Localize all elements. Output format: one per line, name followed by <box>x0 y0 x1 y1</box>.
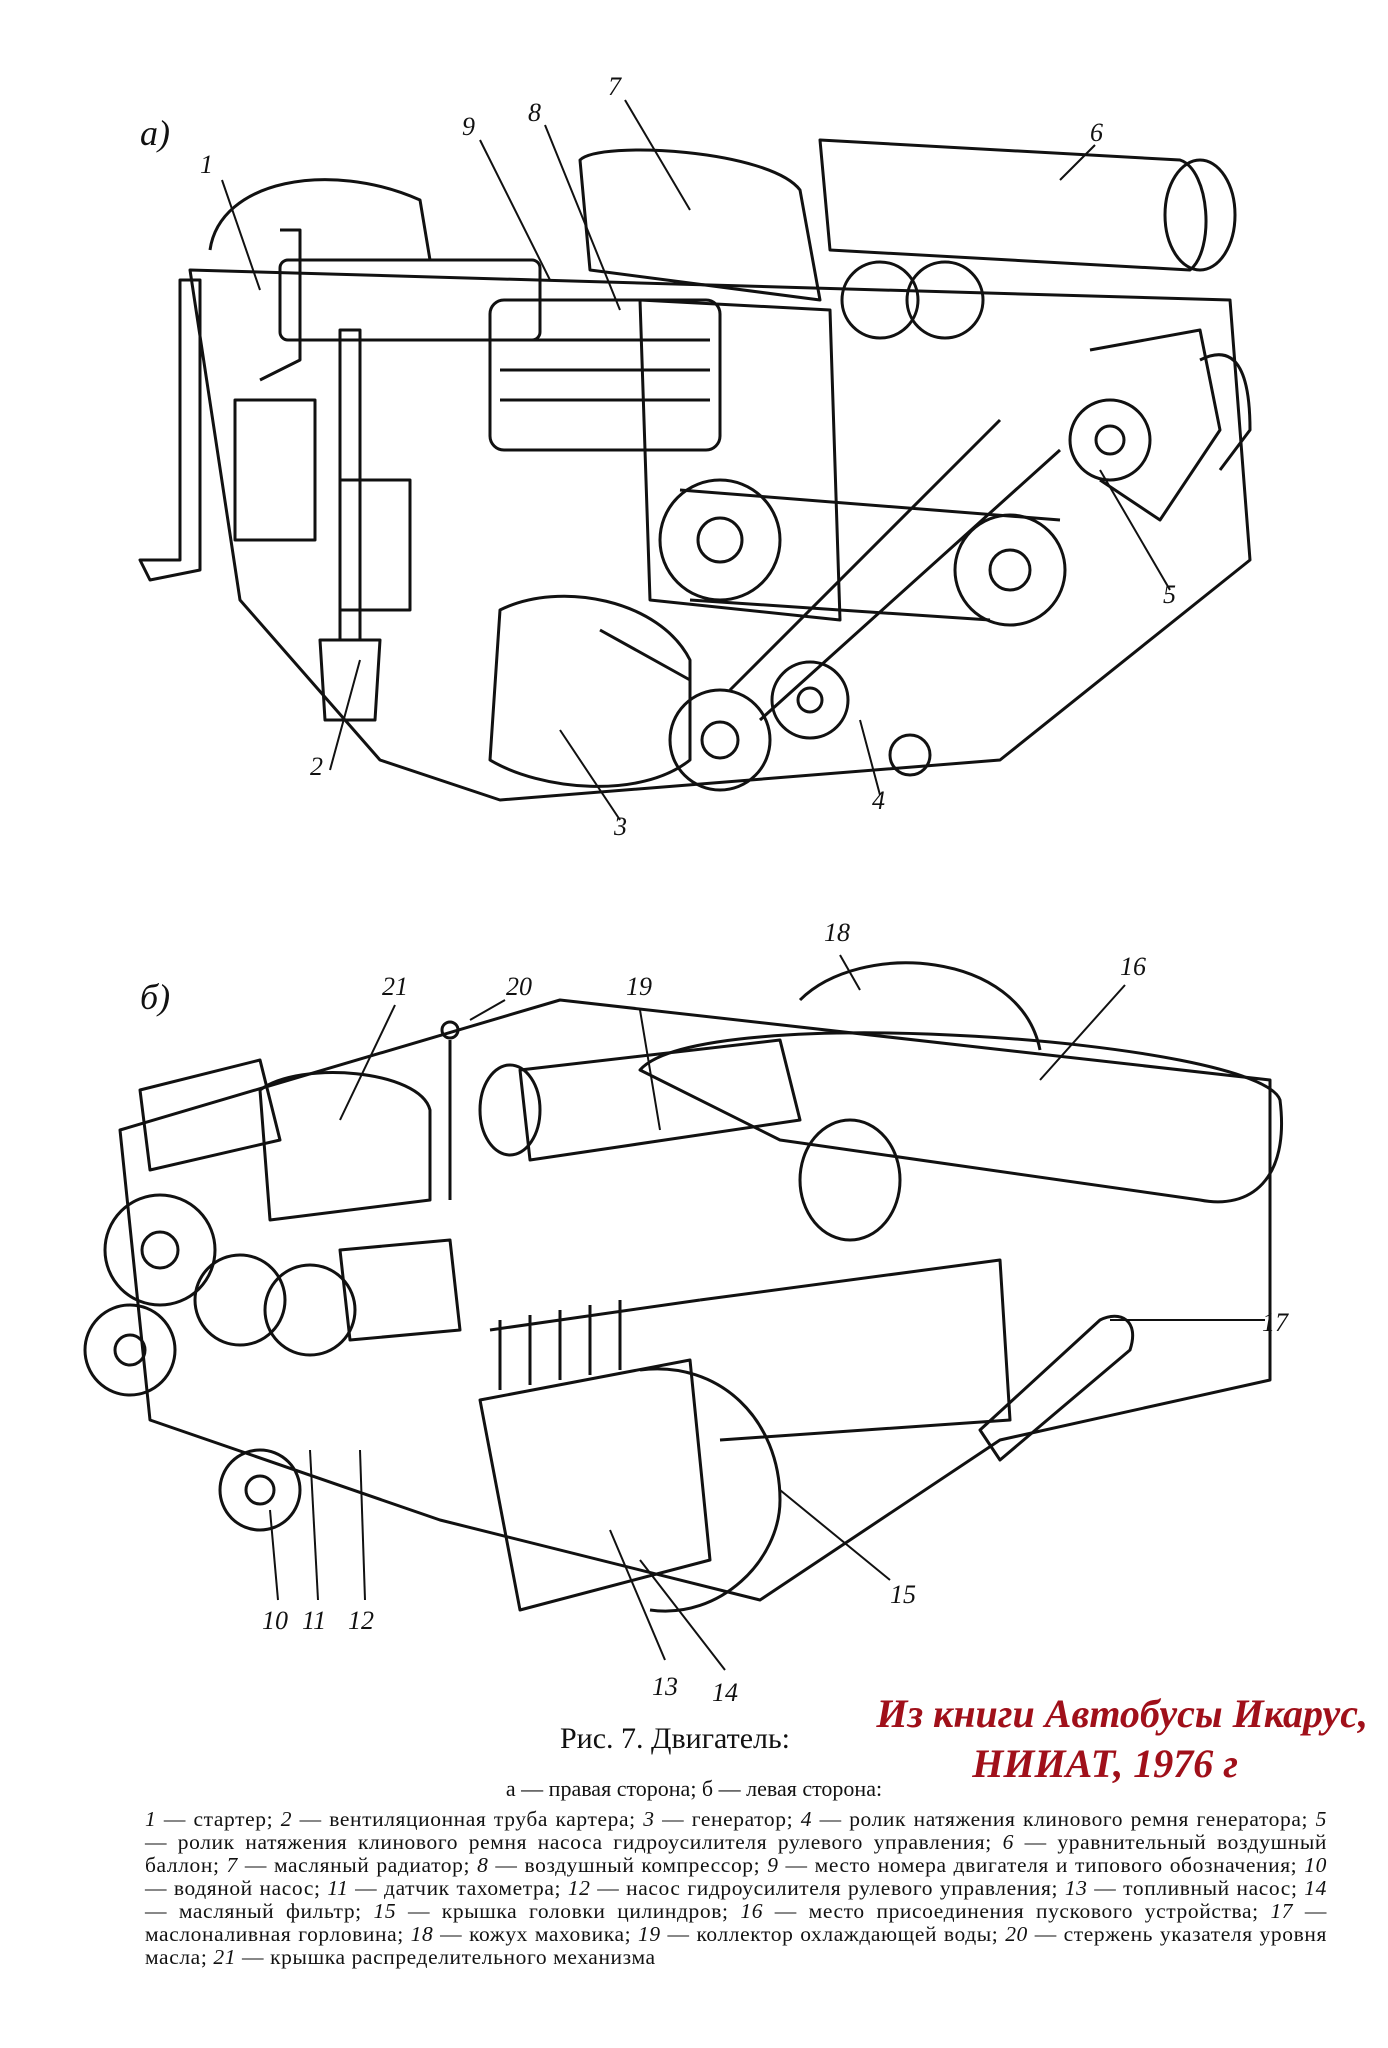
legend-text: маслоналивная горловина; <box>145 1922 404 1946</box>
callout-5: 5 <box>1163 580 1176 609</box>
legend-text: крышка головки цилиндров; <box>441 1899 729 1923</box>
engine-left-side-drawing <box>83 961 1283 1613</box>
legend-number: 15 <box>373 1899 397 1923</box>
legend-text: ролик натяжения клинового ремня генерато… <box>849 1807 1309 1831</box>
legend-text: коллектор охлаждающей воды; <box>696 1922 999 1946</box>
legend-number: 17 <box>1270 1899 1294 1923</box>
callout-2: 2 <box>310 752 323 781</box>
legend-text: вентиляционная труба картера; <box>329 1807 636 1831</box>
callout-leaders-b <box>269 954 1265 1671</box>
callout-3: 3 <box>614 812 627 841</box>
legend-number: 10 <box>1304 1853 1327 1877</box>
legend-text: ролик натяжения клинового ремня насоса г… <box>177 1830 992 1854</box>
callout-20: 20 <box>506 972 532 1001</box>
legend-number: 3 <box>643 1807 655 1831</box>
callout-10: 10 <box>262 1606 288 1635</box>
panel-a-label: а) <box>140 113 170 153</box>
figure-legend: 1 — стартер; 2 — вентиляционная труба ка… <box>145 1807 1327 1969</box>
legend-text: кожух маховика; <box>469 1922 632 1946</box>
callout-18: 18 <box>824 918 850 947</box>
legend-text: уравнительный воздушный баллон; <box>145 1830 1327 1877</box>
callout-15: 15 <box>890 1580 916 1609</box>
callout-11: 11 <box>302 1606 327 1635</box>
source-note-line2: НИИАТ, 1976 г <box>972 1741 1238 1786</box>
engine-illustration <box>83 99 1283 1671</box>
callout-1: 1 <box>200 150 213 179</box>
legend-text: место присоединения пускового устройства… <box>808 1899 1259 1923</box>
legend-text: крышка распределительного механизма <box>270 1945 656 1969</box>
legend-number: 13 <box>1064 1876 1088 1900</box>
callout-12: 12 <box>348 1606 374 1635</box>
legend-text: топливный насос; <box>1123 1876 1298 1900</box>
figure-title: Рис. 7. Двигатель: <box>560 1722 790 1755</box>
legend-text: масляный радиатор; <box>273 1853 471 1877</box>
figure-subtitle: а — правая сторона; б — левая сторона: <box>505 1776 883 1801</box>
legend-number: 16 <box>740 1899 764 1923</box>
legend-text: стартер; <box>193 1807 274 1831</box>
legend-text: стержень указателя уровня масла; <box>145 1922 1327 1969</box>
legend-number: 21 <box>213 1945 237 1969</box>
callout-14: 14 <box>712 1678 738 1707</box>
legend-number: 8 <box>477 1853 489 1877</box>
callout-4: 4 <box>872 786 885 815</box>
callout-13: 13 <box>652 1672 678 1701</box>
legend-text: генератор; <box>691 1807 794 1831</box>
legend-text: насос гидроусилителя рулевого управления… <box>626 1876 1059 1900</box>
callout-9: 9 <box>462 112 475 141</box>
callout-21: 21 <box>382 972 408 1001</box>
legend-text: водяной насос; <box>173 1876 321 1900</box>
legend-number: 19 <box>638 1922 661 1946</box>
callout-17: 17 <box>1262 1308 1288 1337</box>
callout-8: 8 <box>528 98 541 127</box>
panel-b-label: б) <box>140 977 171 1017</box>
legend-number: 5 <box>1315 1807 1327 1831</box>
legend-number: 2 <box>280 1807 293 1831</box>
legend-text: датчик тахометра; <box>384 1876 562 1900</box>
legend-text: место номера двигателя и типового обозна… <box>814 1853 1298 1877</box>
legend-number: 9 <box>767 1853 779 1877</box>
legend-number: 1 <box>145 1807 157 1831</box>
callout-6: 6 <box>1090 118 1103 147</box>
callout-7: 7 <box>608 72 621 101</box>
legend-number: 20 <box>1005 1922 1028 1946</box>
callout-19: 19 <box>626 972 652 1001</box>
legend-text: масляный фильтр; <box>178 1899 362 1923</box>
engine-right-side-drawing <box>138 138 1252 802</box>
callout-leaders-a <box>221 99 1171 821</box>
legend-number: 4 <box>800 1807 813 1831</box>
legend-number: 12 <box>567 1876 591 1900</box>
legend-number: 18 <box>410 1922 434 1946</box>
legend-number: 7 <box>226 1853 238 1877</box>
legend-number: 14 <box>1304 1876 1327 1900</box>
legend-number: 6 <box>1002 1830 1014 1854</box>
legend-text: воздушный компрессор; <box>524 1853 761 1877</box>
legend-number: 11 <box>327 1876 349 1900</box>
source-note-line1: Из книги Автобусы Икарус, <box>876 1691 1368 1736</box>
callout-16: 16 <box>1120 952 1146 981</box>
